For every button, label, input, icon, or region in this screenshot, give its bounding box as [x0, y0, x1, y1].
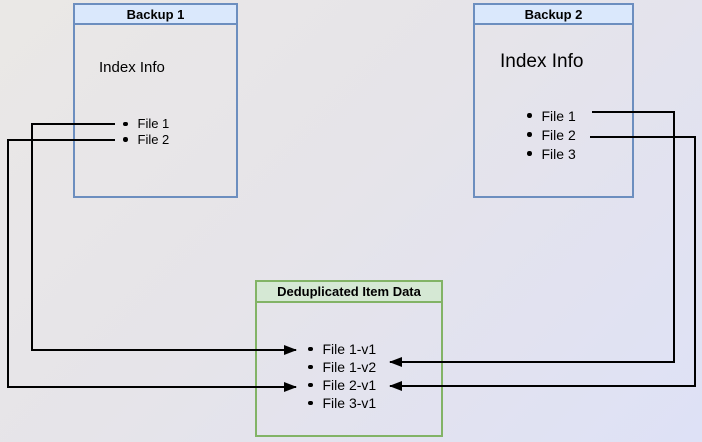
bullet-icon [527, 132, 532, 137]
list-item: File 2-v1 [308, 376, 376, 394]
bullet-icon [123, 137, 128, 142]
list-item: File 3-v1 [308, 394, 376, 412]
bullet-icon [308, 400, 313, 406]
backup2-index-info-label: Index Info [500, 51, 584, 72]
dedup-file2v1-label: File 2-v1 [322, 377, 377, 393]
backup2-file1-label: File 1 [541, 107, 576, 124]
backup1-box: Backup 1 [73, 3, 238, 198]
list-item: File 2 [527, 125, 576, 144]
backup2-file-list: File 1 File 2 File 3 [527, 106, 576, 163]
list-item: File 1-v2 [308, 358, 376, 376]
dedup-file1v2-label: File 1-v2 [322, 359, 377, 375]
backup1-file1-label: File 1 [137, 116, 170, 132]
list-item: File 1 [123, 116, 169, 132]
backup2-title: Backup 2 [475, 5, 632, 25]
list-item: File 1-v1 [308, 340, 376, 358]
dedup-file1v1-label: File 1-v1 [322, 341, 377, 357]
bullet-icon [308, 382, 313, 388]
backup1-index-info-label: Index Info [99, 59, 165, 76]
backup2-box: Backup 2 [473, 3, 634, 198]
backup2-file2-label: File 2 [541, 126, 576, 143]
dedup-file3v1-label: File 3-v1 [322, 395, 377, 411]
dedup-item-list: File 1-v1 File 1-v2 File 2-v1 File 3-v1 [308, 340, 376, 412]
dedup-title: Deduplicated Item Data [257, 282, 441, 303]
backup1-file-list: File 1 File 2 [123, 116, 169, 147]
bullet-icon [527, 151, 532, 156]
bullet-icon [308, 346, 313, 352]
bullet-icon [308, 364, 313, 370]
bullet-icon [527, 113, 532, 118]
list-item: File 1 [527, 106, 576, 125]
backup1-title: Backup 1 [75, 5, 236, 25]
backup1-file2-label: File 2 [137, 131, 170, 147]
bullet-icon [123, 121, 128, 126]
list-item: File 2 [123, 132, 169, 148]
list-item: File 3 [527, 144, 576, 163]
backup2-file3-label: File 3 [541, 145, 576, 162]
